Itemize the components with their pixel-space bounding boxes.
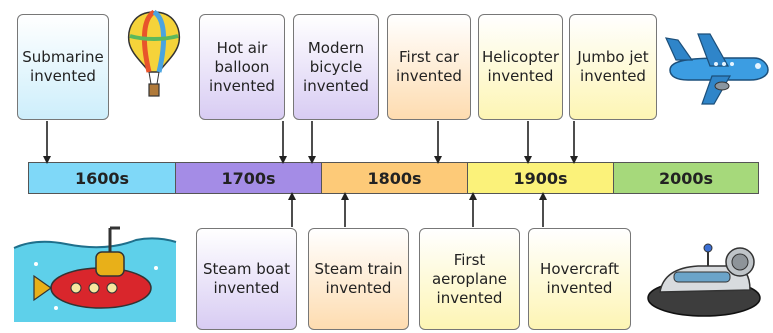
event-card-hovercraft: Hovercraft invented xyxy=(528,228,631,330)
hot-air-balloon-icon xyxy=(127,9,181,97)
hovercraft-icon xyxy=(647,243,761,317)
event-card-first-aeroplane: First aeroplane invented xyxy=(419,228,520,330)
submarine-icon xyxy=(13,226,177,322)
period-label-1800s: 1800s xyxy=(367,168,422,188)
event-card-first-car: First car invented xyxy=(387,14,471,120)
event-card-helicopter: Helicopter invented xyxy=(478,14,563,120)
event-card-steam-train: Steam train invented xyxy=(308,228,409,330)
timeline-band-1700s: 1700s xyxy=(175,162,322,194)
event-card-steam-boat: Steam boat invented xyxy=(196,228,297,330)
timeline-band-1800s: 1800s xyxy=(321,162,468,194)
jumbo-jet-icon xyxy=(664,33,769,105)
timeline-band-1600s: 1600s xyxy=(28,162,176,194)
timeline-band-2000s: 2000s xyxy=(613,162,759,194)
event-card-hot-air-balloon: Hot air balloon invented xyxy=(199,14,285,120)
period-label-1900s: 1900s xyxy=(513,168,568,188)
event-card-modern-bicycle: Modern bicycle invented xyxy=(293,14,379,120)
period-label-1600s: 1600s xyxy=(74,168,130,188)
period-label-1700s: 1700s xyxy=(221,168,276,188)
event-card-submarine: Submarine invented xyxy=(17,14,109,120)
event-card-jumbo-jet: Jumbo jet invented xyxy=(569,14,657,120)
period-label-2000s: 2000s xyxy=(658,168,714,188)
